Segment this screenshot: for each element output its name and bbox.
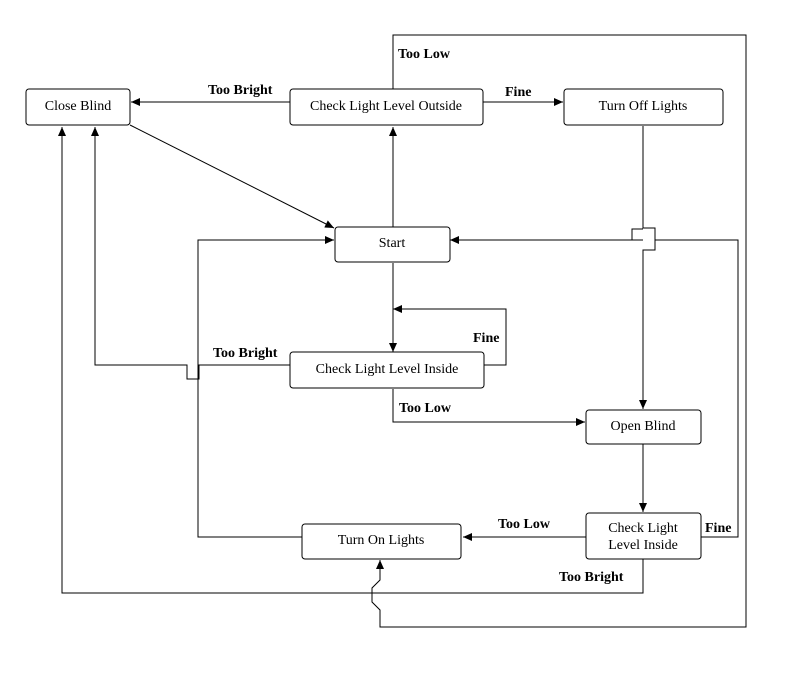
edge-turn-off-lights-to-open-blind xyxy=(639,126,656,409)
edge-label-bottom-too-low: Too Low xyxy=(498,517,551,532)
edge-label-inside-too-bright: Too Bright xyxy=(213,346,278,361)
node-start: Start xyxy=(334,226,451,263)
edge-label-outside-fine: Fine xyxy=(505,85,531,100)
edge-label-bottom-fine: Fine xyxy=(705,521,731,536)
node-open-blind: Open Blind xyxy=(585,409,702,445)
edge-label-bottom-too-bright: Too Bright xyxy=(559,570,624,585)
node-label-start: Start xyxy=(379,236,406,251)
edge-label-inside-too-low: Too Low xyxy=(399,401,452,416)
edge-close-blind-to-start xyxy=(129,124,335,229)
edge-inside-fine-loop xyxy=(393,305,507,366)
node-label-check-inside-bottom-line1: Check Light xyxy=(608,521,678,536)
node-label-open-blind: Open Blind xyxy=(611,419,676,434)
edge-outside-too-low-to-turn-on-lights xyxy=(371,34,747,628)
edge-label-inside-fine: Fine xyxy=(473,331,499,346)
edge-inside-too-low-to-open-blind xyxy=(392,389,585,426)
node-label-close-blind: Close Blind xyxy=(45,99,112,114)
node-turn-off-lights: Turn Off Lights xyxy=(563,88,724,126)
edge-turn-on-lights-to-start xyxy=(197,236,334,538)
node-check-outside: Check Light Level Outside xyxy=(289,88,484,126)
edge-label-outside-too-low: Too Low xyxy=(398,47,451,62)
node-close-blind: Close Blind xyxy=(25,88,131,126)
node-label-turn-on-lights: Turn On Lights xyxy=(338,533,425,548)
node-label-turn-off-lights: Turn Off Lights xyxy=(599,99,688,114)
edge-label-outside-too-bright: Too Bright xyxy=(208,83,273,98)
node-check-inside-top: Check Light Level Inside xyxy=(289,351,485,389)
node-turn-on-lights: Turn On Lights xyxy=(301,523,462,560)
edge-inside-bottom-fine-to-start xyxy=(450,228,739,538)
node-label-check-outside: Check Light Level Outside xyxy=(310,99,462,114)
node-check-inside-bottom: Check Light Level Inside xyxy=(585,512,702,560)
edge-inside-too-bright-to-close-blind xyxy=(91,127,290,380)
node-label-check-inside-top: Check Light Level Inside xyxy=(316,362,459,377)
edge-inside-bottom-too-bright-to-close-blind xyxy=(58,127,644,594)
node-label-check-inside-bottom-line2: Level Inside xyxy=(608,538,678,553)
